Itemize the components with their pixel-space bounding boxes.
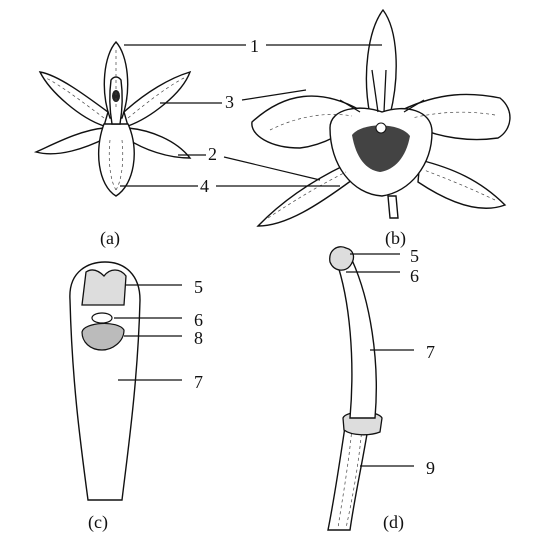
label-9-d: 9 [426, 458, 435, 478]
streaks-b [339, 69, 425, 113]
anther-a [112, 90, 120, 102]
vein-a2 [45, 77, 105, 119]
column-stalk-d [335, 259, 377, 419]
dorsal-sepal-b [365, 8, 397, 116]
label-8-c: 8 [194, 328, 203, 348]
lip-throat-b [352, 125, 410, 172]
flower-b-oblique-view [251, 8, 511, 227]
caption-a: (a) [100, 228, 120, 249]
label-6-c: 6 [194, 310, 203, 330]
label-7-c: 7 [194, 372, 203, 392]
anther-cap-d [329, 246, 355, 271]
label-3: 3 [225, 92, 234, 112]
vein-a3 [127, 77, 185, 119]
left-upper-petal-a [38, 71, 109, 127]
vein-b4 [411, 111, 496, 119]
leader-lines-top [120, 44, 382, 187]
right-lateral-sepal-b [417, 159, 507, 209]
vein-b2 [423, 169, 496, 201]
column-c-front-view [69, 261, 141, 501]
column-d-side-view [327, 246, 383, 531]
ovary-vein-d1 [337, 427, 353, 529]
caption-b: (b) [385, 228, 406, 249]
leader-3-right [241, 89, 307, 101]
label-2: 2 [208, 144, 217, 164]
right-upper-petal-a [123, 70, 192, 127]
label-5-c: 5 [194, 277, 203, 297]
left-lower-sepal-a [33, 127, 107, 155]
label-6-d: 6 [410, 266, 419, 286]
column-tip-b [375, 122, 387, 134]
caption-c: (c) [88, 512, 108, 533]
left-lateral-sepal-b [256, 164, 353, 227]
label-5-d: 5 [410, 246, 419, 266]
rostellum-c [91, 312, 113, 324]
label-7-d: 7 [426, 342, 435, 362]
pedicel-b [387, 195, 399, 219]
leader-2-right [223, 156, 321, 181]
flower-a-front-view [33, 40, 192, 197]
right-lower-sepal-a [125, 127, 192, 159]
caption-d: (d) [383, 512, 404, 533]
label-4: 4 [200, 176, 209, 196]
anther-cap-c [81, 269, 127, 306]
lip-a [98, 123, 135, 197]
column-body-c [69, 261, 141, 501]
label-1: 1 [250, 36, 259, 56]
ovary-d [327, 419, 369, 531]
ovary-vein-d2 [345, 427, 363, 529]
stigma-c [81, 322, 125, 351]
